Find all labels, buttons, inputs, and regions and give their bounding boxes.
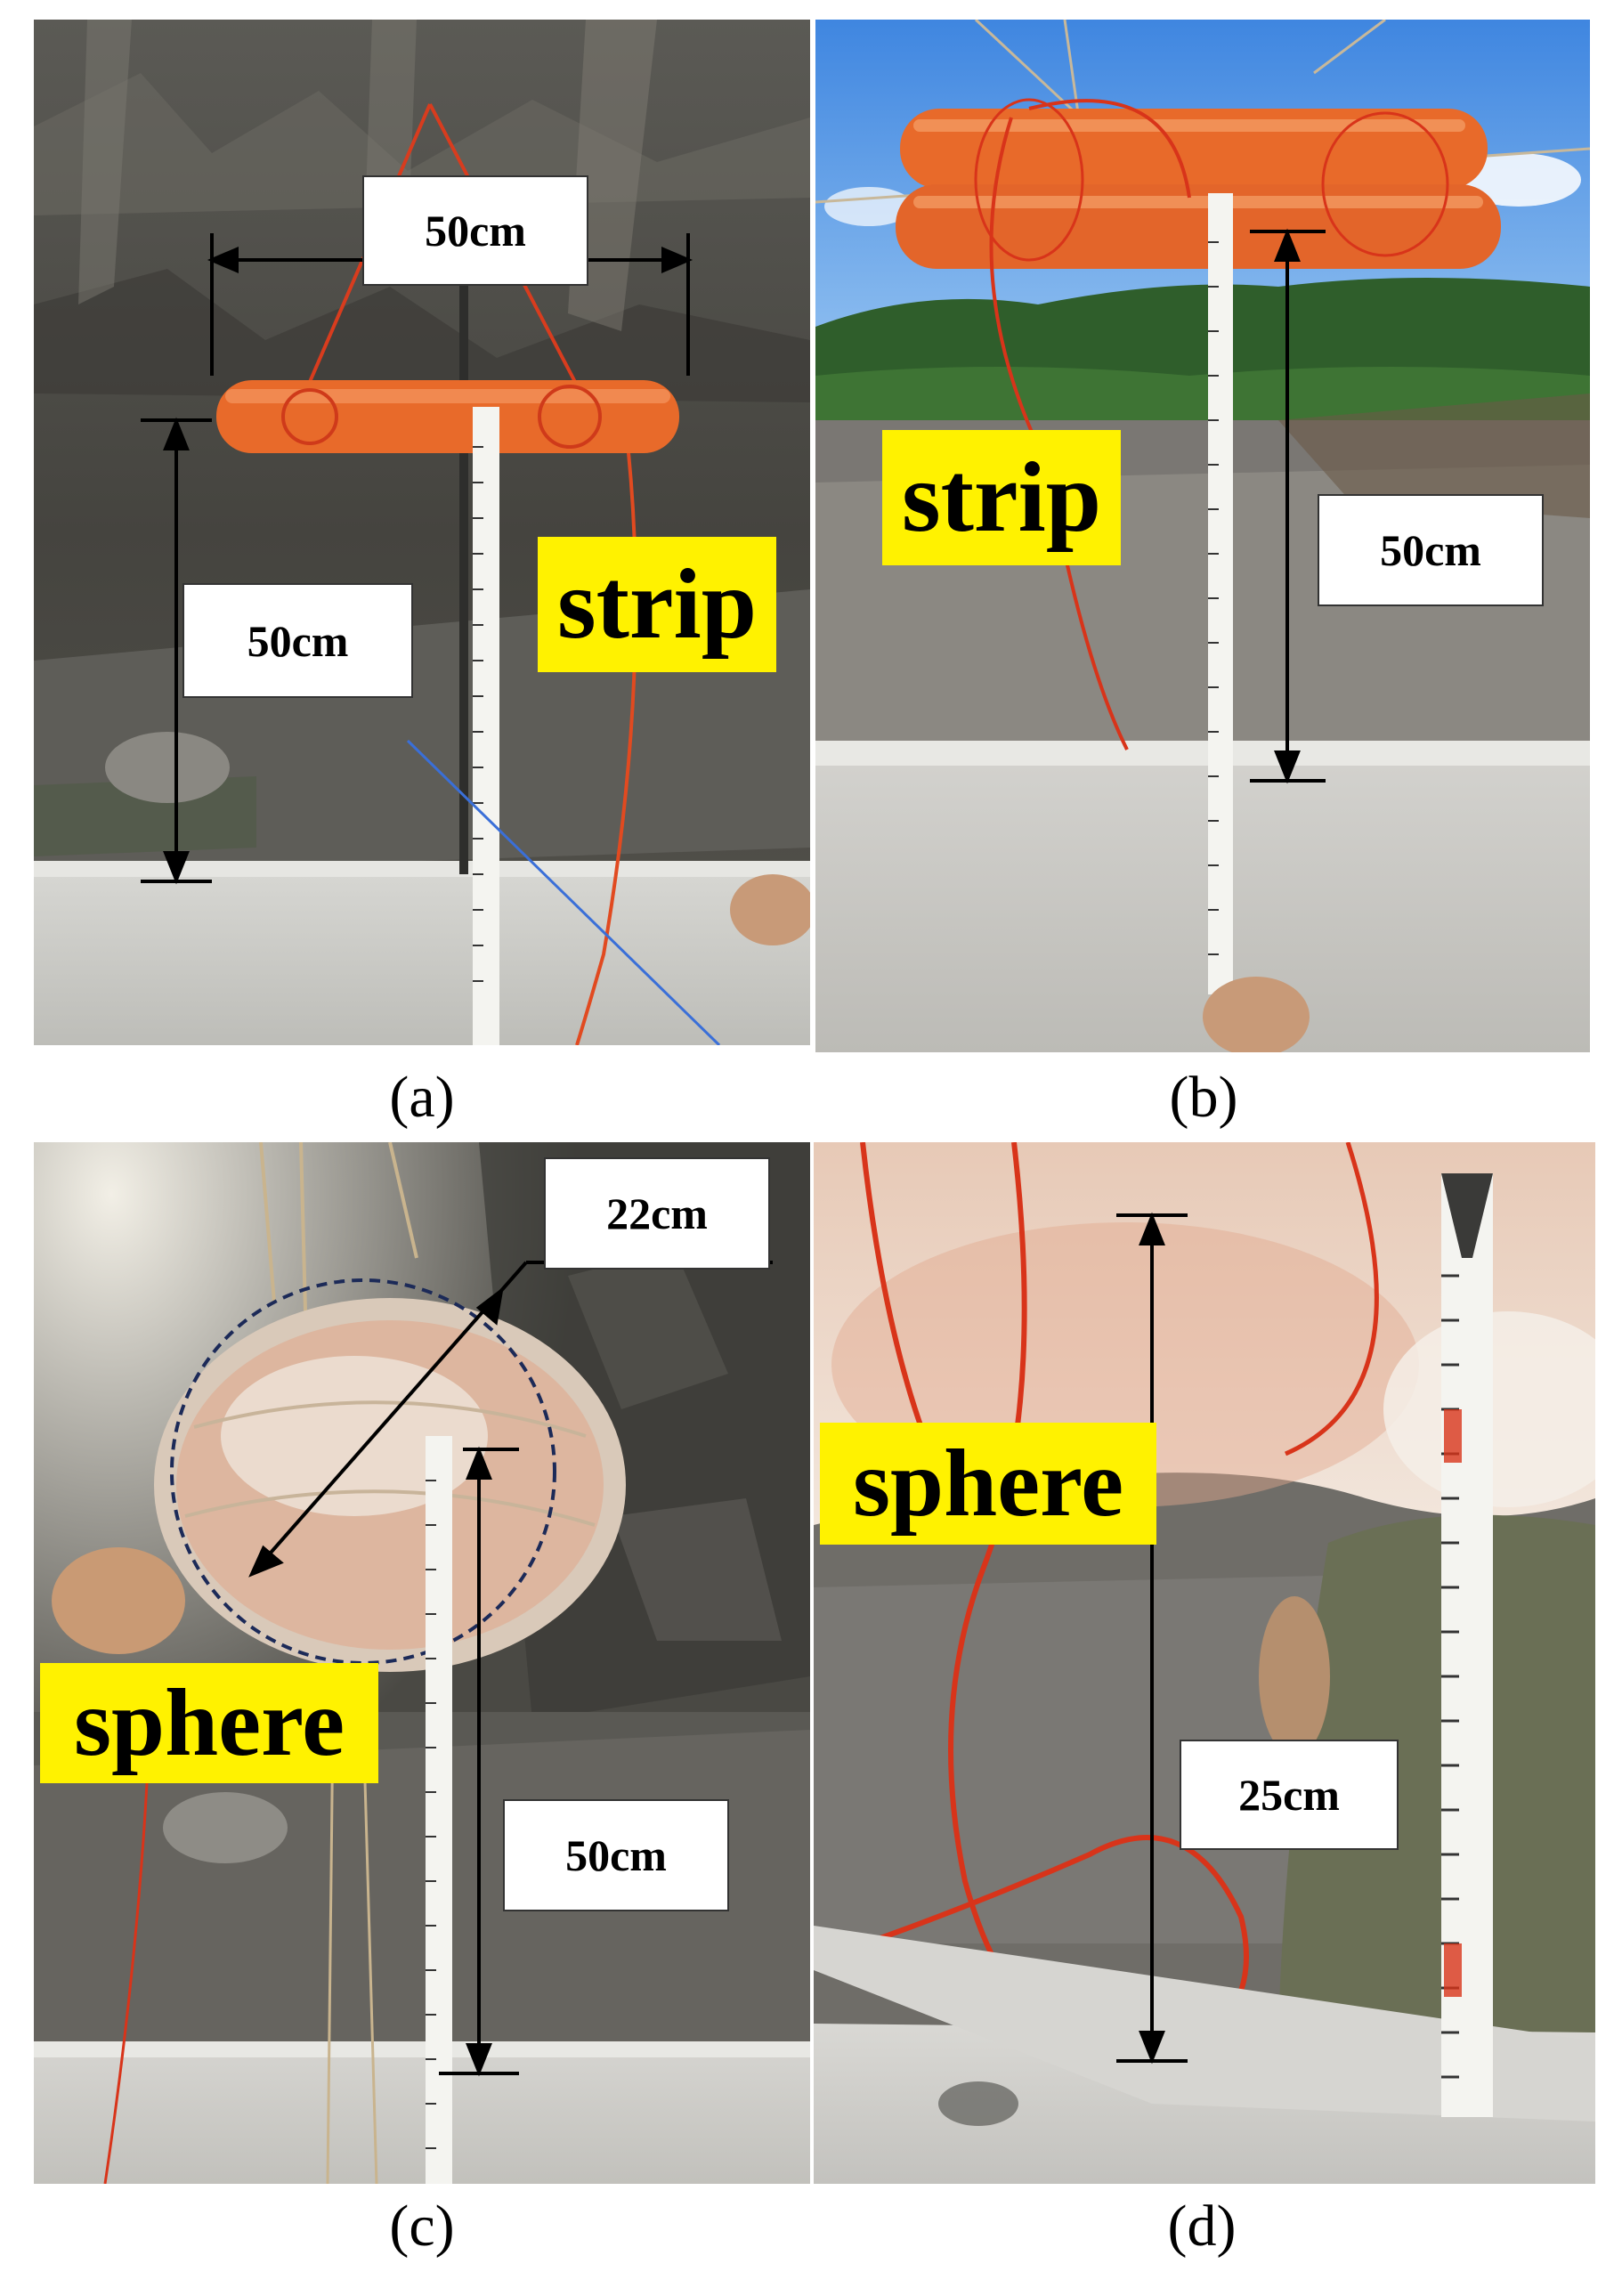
photo-a-scene xyxy=(34,20,810,1045)
diameter-label-c: 22cm xyxy=(544,1157,770,1270)
width-label-a: 50cm xyxy=(362,175,588,286)
photo-panel-d xyxy=(814,1142,1595,2184)
height-label-d: 25cm xyxy=(1180,1740,1399,1850)
photo-panel-a xyxy=(34,20,810,1045)
height-label-c: 50cm xyxy=(503,1799,729,1911)
photo-d-scene xyxy=(814,1142,1595,2184)
height-label-b: 50cm xyxy=(1318,494,1544,606)
height-label-a: 50cm xyxy=(182,583,413,698)
sphere-tag-c: sphere xyxy=(40,1663,378,1783)
strip-tag-b: strip xyxy=(882,430,1121,565)
sphere-tag-d: sphere xyxy=(820,1423,1156,1545)
caption-c: (c) xyxy=(389,2194,455,2259)
caption-a: (a) xyxy=(389,1065,455,1130)
caption-b: (b) xyxy=(1169,1065,1238,1130)
strip-tag-a: strip xyxy=(538,537,776,672)
caption-d: (d) xyxy=(1167,2194,1237,2259)
